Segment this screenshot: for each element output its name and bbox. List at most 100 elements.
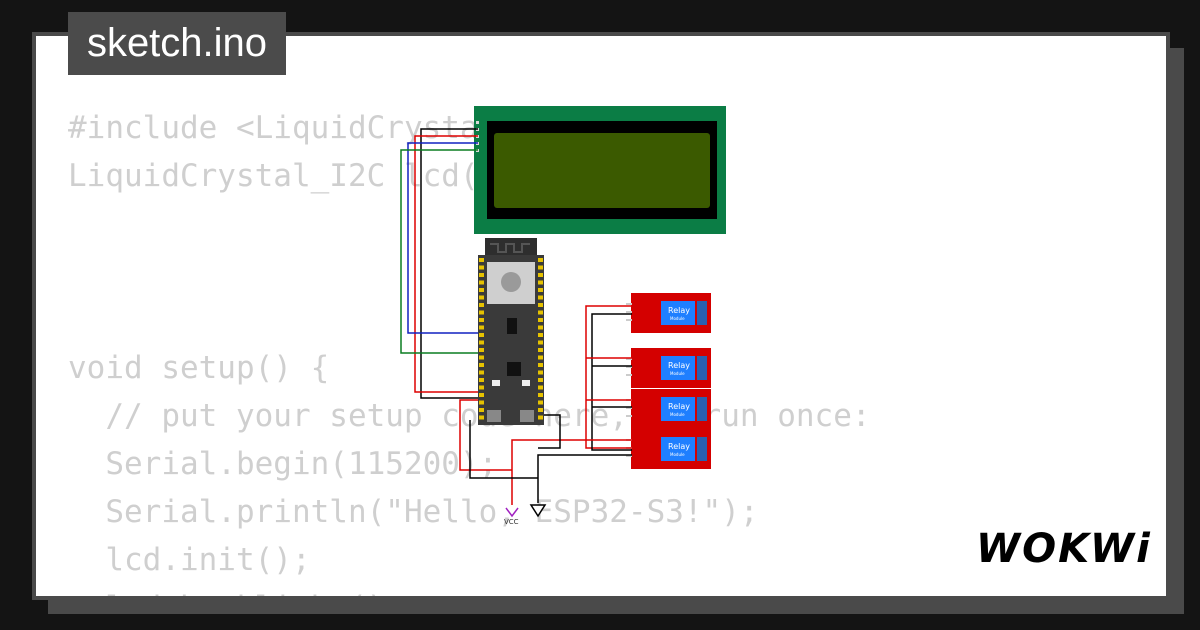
header-pin [538, 340, 543, 345]
header-pin [479, 295, 484, 300]
relay-pin [626, 319, 632, 321]
reset-button[interactable] [522, 380, 530, 386]
header-pin [538, 325, 543, 330]
relay-terminal [697, 301, 707, 325]
header-pin [538, 288, 543, 292]
header-pin [538, 363, 543, 367]
header-pin [538, 258, 543, 262]
header-pin [479, 273, 484, 277]
lcd-wires [400, 128, 478, 399]
esp-pins-right [538, 258, 543, 420]
header-pin [479, 265, 484, 270]
relay-terminal [697, 356, 707, 380]
header-pin [538, 408, 543, 412]
relay-pin [626, 311, 632, 313]
header-pin [538, 370, 543, 375]
header-pin [538, 385, 543, 390]
header-pin [538, 280, 543, 285]
header-pin [479, 325, 484, 330]
header-pin [538, 355, 543, 360]
code-line: lcd.init(); [68, 542, 311, 578]
header-pin [479, 280, 484, 285]
header-pin [538, 303, 543, 307]
esp-chip [507, 318, 517, 334]
ground-symbol [529, 504, 547, 518]
lcd-display[interactable] [474, 106, 726, 234]
file-tab[interactable]: sketch.ino [68, 12, 286, 75]
header-pin [479, 393, 484, 397]
header-pin [538, 348, 543, 352]
header-pin [479, 370, 484, 375]
relay-coil [661, 397, 695, 421]
espressif-logo-icon [501, 272, 521, 292]
relay-label: Relay [668, 361, 690, 370]
header-pin [479, 355, 484, 360]
header-pin [538, 318, 543, 322]
header-pin [479, 400, 484, 405]
code-line: // put your setup code here, to run once… [68, 398, 871, 434]
header-pin [479, 415, 484, 420]
relay-label: Relay [668, 306, 690, 315]
relay-sublabel: Module [670, 316, 685, 321]
header-pin [479, 288, 484, 292]
relay-pin [626, 455, 632, 457]
header-pin [479, 333, 484, 337]
boot-button[interactable] [492, 380, 500, 386]
esp-pins-left [479, 258, 484, 420]
relay-terminal [697, 397, 707, 421]
header-pin [479, 318, 484, 322]
relay-pin [626, 358, 632, 360]
header-pin [538, 393, 543, 397]
header-pin [479, 310, 484, 315]
code-line: Serial.begin(115200); [68, 446, 498, 482]
relay-terminal [697, 437, 707, 461]
header-pin [538, 265, 543, 270]
code-line: Serial.println("Hello, ESP32-S3!"); [68, 494, 759, 530]
header-pin [479, 363, 484, 367]
relay-coil [661, 301, 695, 325]
usb-port [520, 410, 534, 422]
header-pin [479, 408, 484, 412]
header-pin [538, 295, 543, 300]
header-pin [538, 400, 543, 405]
relay-pin [626, 366, 632, 368]
relay-coil [661, 356, 695, 380]
relay-pin [626, 303, 632, 305]
header-pin [538, 378, 543, 382]
header-pin [479, 378, 484, 382]
esp-chip [507, 362, 521, 376]
relay-modules: RelayModuleRelayModuleRelayModuleRelayMo… [626, 293, 711, 469]
header-pin [479, 303, 484, 307]
relay-sublabel: Module [670, 452, 685, 457]
header-pin [479, 258, 484, 262]
usb-port [487, 410, 501, 422]
header-pin [479, 385, 484, 390]
code-line: lcd.backlight(); [68, 584, 871, 596]
code-line: void setup() { [68, 350, 330, 386]
header-pin [479, 340, 484, 345]
relay-pin [626, 415, 632, 417]
header-pin [538, 273, 543, 277]
relay-label: Relay [668, 402, 690, 411]
header-pin [538, 415, 543, 420]
relay-sublabel: Module [670, 412, 685, 417]
header-pin [479, 348, 484, 352]
header-pin [538, 310, 543, 315]
relay-pin [626, 374, 632, 376]
relay-coil [661, 437, 695, 461]
vcc-symbol: VCC [504, 507, 519, 526]
vcc-label: VCC [504, 518, 519, 526]
header-pin [538, 333, 543, 337]
wokwi-logo: WOKWi [976, 526, 1152, 572]
relay-wires [459, 305, 632, 505]
relay-pin [626, 407, 632, 409]
lcd-screen [494, 133, 710, 208]
relay-label: Relay [668, 442, 690, 451]
esp32-s3-board[interactable] [478, 238, 544, 425]
relay-sublabel: Module [670, 371, 685, 376]
